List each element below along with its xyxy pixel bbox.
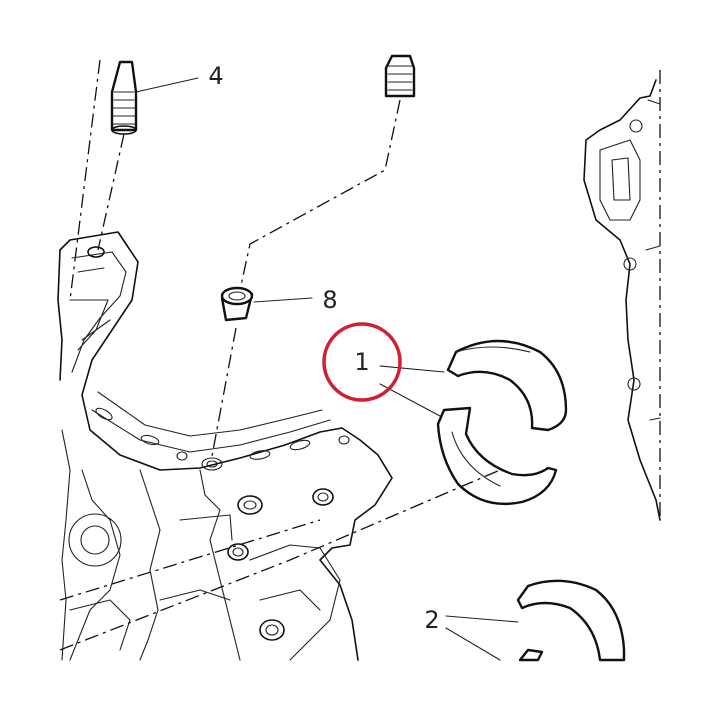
dowel-part — [220, 286, 254, 322]
dowel-axis — [211, 327, 237, 457]
callout-label-2: 2 — [424, 606, 439, 634]
bearing-axis-2 — [59, 519, 321, 601]
bearing-shell-lower-part — [516, 579, 626, 662]
stud-axis — [97, 133, 125, 251]
long-bolt — [384, 54, 416, 98]
bearing-shell-upper — [446, 339, 568, 432]
callout-label-4: 4 — [208, 62, 223, 90]
bolt-bosses — [227, 488, 334, 641]
flange-slots — [95, 407, 350, 461]
crankcase-other-half — [583, 70, 661, 521]
bearing-axis — [59, 469, 501, 651]
casting-axis-left — [69, 59, 101, 301]
crankcase-half — [57, 231, 393, 661]
highlight-ring — [322, 322, 402, 402]
bolt-axis — [239, 99, 401, 291]
callout-label-8: 8 — [322, 286, 337, 314]
bearing-shell-middle — [436, 406, 558, 506]
stud-part — [110, 60, 138, 135]
callout-label-1: 1 — [354, 348, 369, 376]
